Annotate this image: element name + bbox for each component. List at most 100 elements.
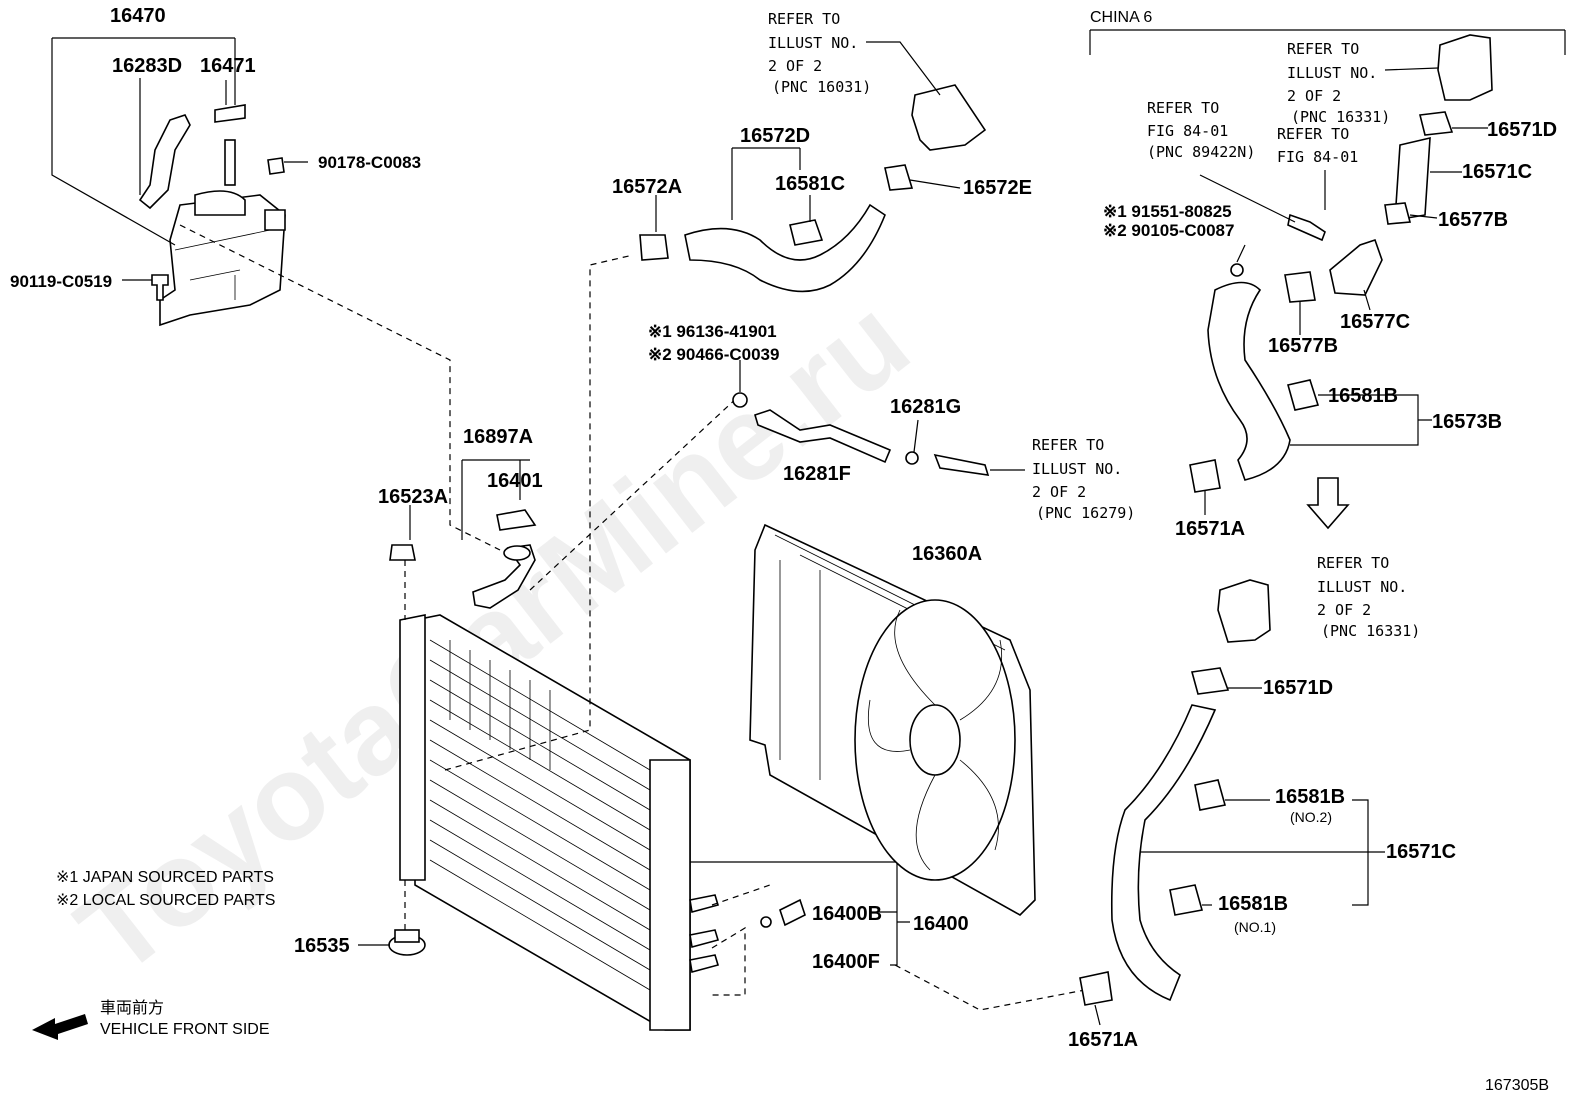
clip-16581B-no1[interactable] — [1169, 884, 1204, 916]
label-16283D[interactable]: 16283D — [112, 55, 182, 77]
clamp-16571A-top[interactable] — [1189, 459, 1221, 493]
label-16571C-bot[interactable]: 16571C — [1386, 841, 1456, 863]
label-16577B-left[interactable]: 16577B — [1268, 335, 1338, 357]
ref-89422N-line2: FIG 84-01 — [1147, 122, 1228, 140]
ref-89422N-line1: REFER TO — [1147, 99, 1219, 117]
label-16577C[interactable]: 16577C — [1340, 311, 1410, 333]
label-16897A[interactable]: 16897A — [463, 426, 533, 448]
label-96136-41901[interactable]: ※1 96136-41901 — [648, 322, 777, 341]
ref-16031[interactable]: REFER TO ILLUST NO. 2 OF 2 (PNC 16031) — [768, 10, 871, 96]
label-16581C[interactable]: 16581C — [775, 173, 845, 195]
fan-shroud-16360A[interactable] — [749, 523, 1036, 916]
pipe-16279[interactable] — [933, 453, 990, 476]
down-arrow — [1306, 477, 1350, 530]
sensor-89422N[interactable] — [1287, 213, 1326, 242]
hose-16571C-bot[interactable] — [1110, 704, 1217, 1002]
clip-16581B-top[interactable] — [1287, 379, 1320, 411]
ref-84-01[interactable]: REFER TO FIG 84-01 — [1277, 125, 1358, 166]
label-16581B-top[interactable]: 16581B — [1328, 385, 1398, 407]
clip-16581C[interactable] — [789, 219, 824, 246]
reservoir-cap[interactable] — [214, 104, 246, 186]
label-16572A[interactable]: 16572A — [612, 176, 682, 198]
ref-16331-top-line3: 2 OF 2 — [1287, 87, 1341, 105]
hose-16572D[interactable] — [684, 203, 886, 293]
label-16401[interactable]: 16401 — [487, 470, 543, 492]
label-16572E[interactable]: 16572E — [963, 177, 1032, 199]
ref-16331-bot-line2: ILLUST NO. — [1317, 578, 1407, 596]
clamp-16571D-top[interactable] — [1419, 111, 1454, 136]
label-16535[interactable]: 16535 — [294, 935, 350, 957]
ref-16031-line3: 2 OF 2 — [768, 57, 822, 75]
clamp-16572E[interactable] — [884, 164, 914, 191]
label-16281G[interactable]: 16281G — [890, 396, 961, 418]
reservoir-hose[interactable] — [138, 114, 191, 210]
label-16571A-top[interactable]: 16571A — [1175, 518, 1245, 540]
ref-16031-line1: REFER TO — [768, 10, 840, 28]
clamp-16577B-right[interactable] — [1384, 202, 1412, 225]
label-16571C-top[interactable]: 16571C — [1462, 161, 1532, 183]
mount-16523A[interactable] — [389, 544, 416, 561]
clamp-16577B-left[interactable] — [1284, 271, 1316, 303]
label-16581B-no1[interactable]: 16581B — [1218, 893, 1288, 915]
label-16571D-top[interactable]: 16571D — [1487, 119, 1557, 141]
radiator[interactable] — [399, 614, 720, 1031]
radiator-cap-16401[interactable] — [496, 509, 537, 531]
ref-16331-top-line2: ILLUST NO. — [1287, 64, 1377, 82]
ref-16031-line4: (PNC 16031) — [772, 78, 871, 96]
outlet-housing-16031[interactable] — [911, 84, 987, 151]
oring-16400F[interactable] — [760, 916, 772, 928]
label-no2: (NO.2) — [1290, 809, 1332, 825]
thermostat-bot-16331[interactable] — [1217, 579, 1271, 643]
label-16281F[interactable]: 16281F — [783, 463, 851, 485]
ref-16279-line3: 2 OF 2 — [1032, 483, 1086, 501]
clamp-16571D-bot[interactable] — [1190, 667, 1230, 695]
bolt-90119[interactable] — [151, 274, 169, 301]
clip-90178[interactable] — [267, 157, 285, 175]
bolt-91551[interactable] — [1230, 263, 1244, 277]
note-japan-sourced: ※1 JAPAN SOURCED PARTS — [56, 869, 274, 886]
hose-16573B[interactable] — [1207, 281, 1291, 481]
filler-neck-16897A[interactable] — [472, 544, 536, 609]
clip-16581B-no2[interactable] — [1194, 779, 1227, 811]
pipe-16571C-top[interactable] — [1394, 136, 1431, 221]
ref-16279-line2: ILLUST NO. — [1032, 460, 1122, 478]
label-16573B[interactable]: 16573B — [1432, 411, 1502, 433]
label-16581B-no2[interactable]: 16581B — [1275, 786, 1345, 808]
label-16360A[interactable]: 16360A — [912, 543, 982, 565]
label-16523A[interactable]: 16523A — [378, 486, 448, 508]
ref-16331-top-line4: (PNC 16331) — [1291, 108, 1390, 126]
label-16471[interactable]: 16471 — [200, 55, 256, 77]
ref-16331-top[interactable]: REFER TO ILLUST NO. 2 OF 2 (PNC 16331) — [1287, 40, 1390, 126]
label-16470[interactable]: 16470 — [110, 5, 166, 27]
hose-16281F[interactable] — [754, 409, 892, 464]
label-16571A-bot[interactable]: 16571A — [1068, 1029, 1138, 1051]
label-90178-C0083[interactable]: 90178-C0083 — [318, 153, 421, 172]
label-16400B[interactable]: 16400B — [812, 903, 882, 925]
clip-96136[interactable] — [732, 392, 748, 408]
label-91551-80825[interactable]: ※1 91551-80825 — [1103, 202, 1232, 221]
elbow-16577C[interactable] — [1329, 238, 1383, 296]
thermostat-top-16331[interactable] — [1437, 34, 1493, 101]
label-16577B-right[interactable]: 16577B — [1438, 209, 1508, 231]
label-16571D-bot[interactable]: 16571D — [1263, 677, 1333, 699]
reservoir-tank[interactable] — [159, 190, 286, 327]
mount-16535[interactable] — [388, 929, 426, 956]
ref-89422N[interactable]: REFER TO FIG 84-01 (PNC 89422N) — [1147, 99, 1255, 161]
drain-16400B[interactable] — [779, 898, 806, 927]
ref-16279[interactable]: REFER TO ILLUST NO. 2 OF 2 (PNC 16279) — [1032, 436, 1135, 522]
ref-16331-bot-line4: (PNC 16331) — [1321, 622, 1420, 640]
ref-16331-bot[interactable]: REFER TO ILLUST NO. 2 OF 2 (PNC 16331) — [1317, 554, 1420, 640]
clamp-16571A-bot[interactable] — [1079, 971, 1113, 1006]
ref-84-01-line2: FIG 84-01 — [1277, 148, 1358, 166]
label-16400F[interactable]: 16400F — [812, 951, 880, 973]
label-16400[interactable]: 16400 — [913, 913, 969, 935]
clamp-16572A[interactable] — [639, 234, 669, 261]
label-90119-C0519[interactable]: 90119-C0519 — [10, 272, 112, 291]
label-16572D[interactable]: 16572D — [740, 125, 810, 147]
label-90105-C0087[interactable]: ※2 90105-C0087 — [1103, 221, 1234, 240]
label-90466-C0039[interactable]: ※2 90466-C0039 — [648, 345, 779, 364]
ref-16331-bot-line3: 2 OF 2 — [1317, 601, 1371, 619]
clip-16281G[interactable] — [905, 451, 919, 465]
ref-16031-line2: ILLUST NO. — [768, 34, 858, 52]
